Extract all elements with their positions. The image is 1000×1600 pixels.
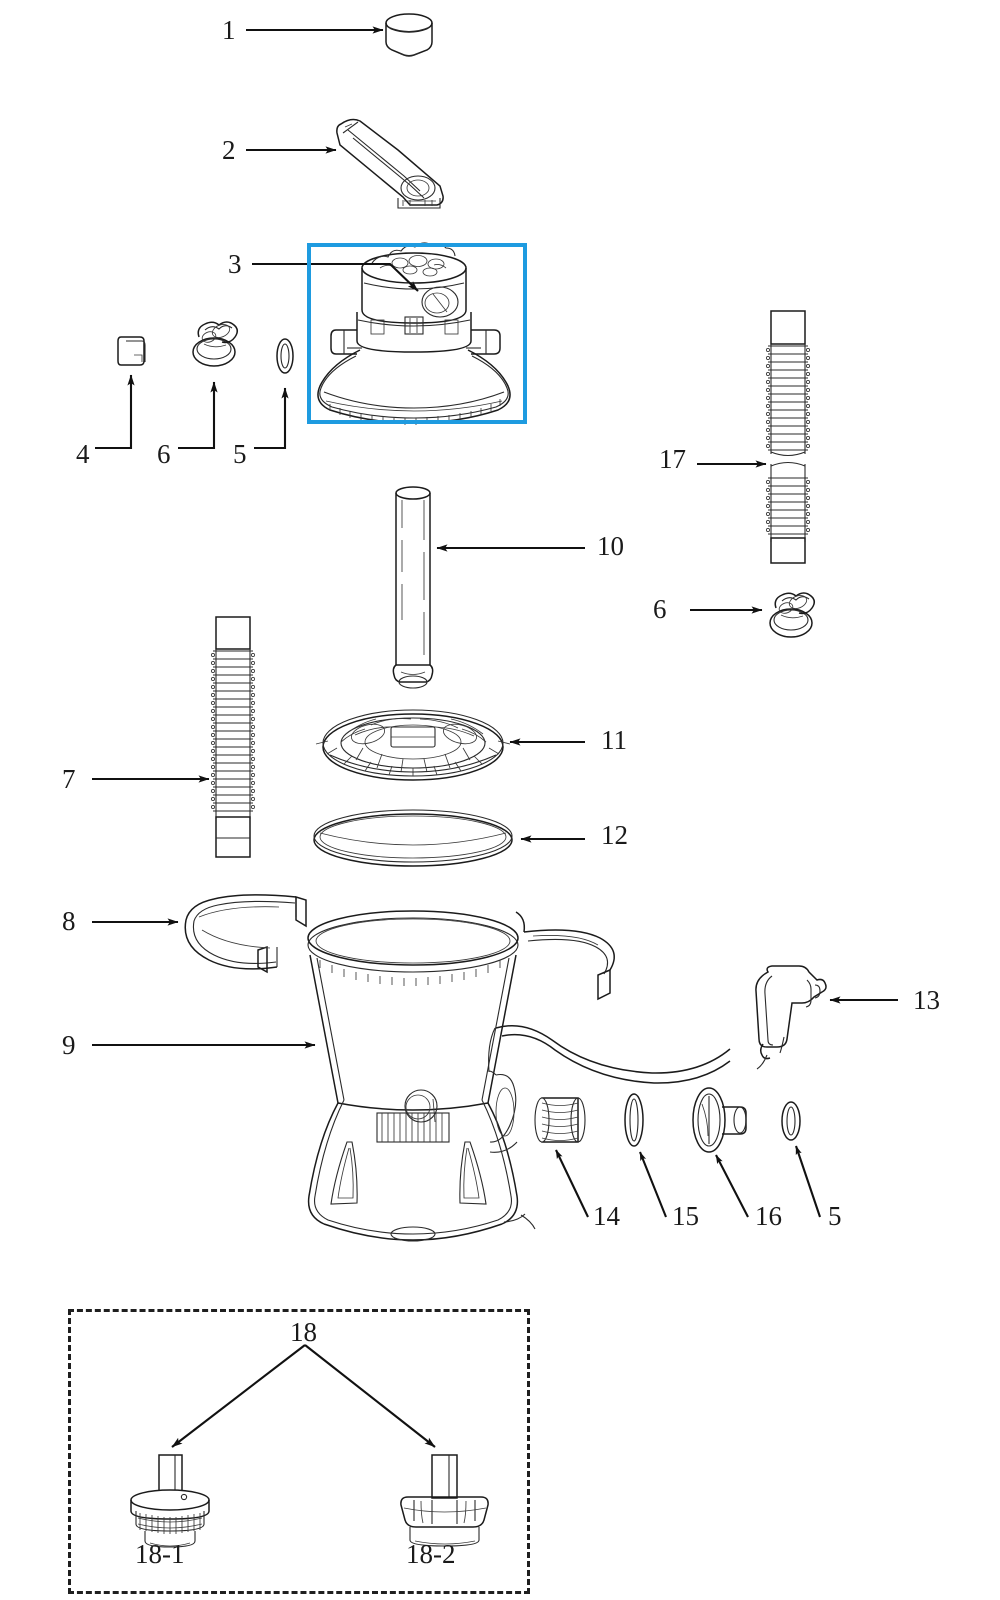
callout-line-16 bbox=[715, 1154, 749, 1218]
callout-line-3 bbox=[252, 262, 419, 292]
part-hose-clamp-right bbox=[769, 592, 815, 638]
part-outlet-fitting bbox=[400, 1454, 489, 1547]
callout-label-18: 18 bbox=[290, 1317, 317, 1347]
part-valve-head-assembly bbox=[317, 242, 511, 425]
callout-label-17: 17 bbox=[659, 444, 686, 474]
callout-label-4: 4 bbox=[76, 439, 90, 469]
part-standpipe bbox=[392, 486, 434, 689]
part-corrugated-hose-left bbox=[210, 616, 256, 858]
part-threaded-connector bbox=[534, 1097, 586, 1143]
callout-label-7: 7 bbox=[62, 764, 76, 794]
callout-label-11: 11 bbox=[601, 725, 627, 755]
callout-line-5b bbox=[795, 1145, 821, 1218]
callout-label-1: 1 bbox=[222, 15, 236, 45]
part-handle-lever bbox=[336, 118, 444, 209]
part-o-ring-small-lower bbox=[781, 1101, 801, 1141]
part-sealing-ring bbox=[313, 809, 513, 867]
callout-label-9: 9 bbox=[62, 1030, 76, 1060]
callout-line-5a bbox=[254, 387, 289, 450]
part-strainer-nozzle bbox=[692, 1087, 747, 1153]
group-box-18 bbox=[68, 1309, 530, 1594]
callout-branch-18 bbox=[171, 1344, 436, 1448]
part-flat-gasket bbox=[624, 1093, 644, 1147]
callout-label-2: 2 bbox=[222, 135, 236, 165]
callout-label-8: 8 bbox=[62, 906, 76, 936]
part-hose-clamp-left bbox=[192, 321, 238, 367]
part-cap-plug bbox=[385, 13, 433, 57]
callout-label-12: 12 bbox=[601, 820, 628, 850]
callout-label-13: 13 bbox=[913, 985, 940, 1015]
callout-label-6a: 6 bbox=[157, 439, 171, 469]
part-strainer-fitting bbox=[130, 1454, 210, 1548]
part-corrugated-hose-right bbox=[765, 310, 811, 564]
callout-label-5a: 5 bbox=[233, 439, 247, 469]
callout-line-6a bbox=[178, 381, 218, 450]
callout-line-15 bbox=[639, 1151, 667, 1218]
callout-label-10: 10 bbox=[597, 531, 624, 561]
callout-label-14: 14 bbox=[593, 1201, 620, 1231]
part-pump-housing bbox=[307, 910, 731, 1242]
part-power-adapter bbox=[755, 965, 827, 1070]
callout-line-14 bbox=[555, 1149, 589, 1218]
callout-label-6b: 6 bbox=[653, 594, 667, 624]
callout-label-15: 15 bbox=[672, 1201, 699, 1231]
part-clamp-band bbox=[184, 894, 615, 1001]
callout-label-3: 3 bbox=[228, 249, 242, 279]
callout-line-4 bbox=[95, 374, 135, 450]
part-filter-plate bbox=[315, 709, 511, 781]
part-o-ring-small-upper bbox=[276, 338, 294, 374]
callout-label-16: 16 bbox=[755, 1201, 782, 1231]
callout-label-18-2: 18-2 bbox=[406, 1539, 456, 1569]
part-square-gasket bbox=[117, 336, 146, 366]
callout-label-5b: 5 bbox=[828, 1201, 842, 1231]
callout-label-18-1: 18-1 bbox=[135, 1539, 185, 1569]
